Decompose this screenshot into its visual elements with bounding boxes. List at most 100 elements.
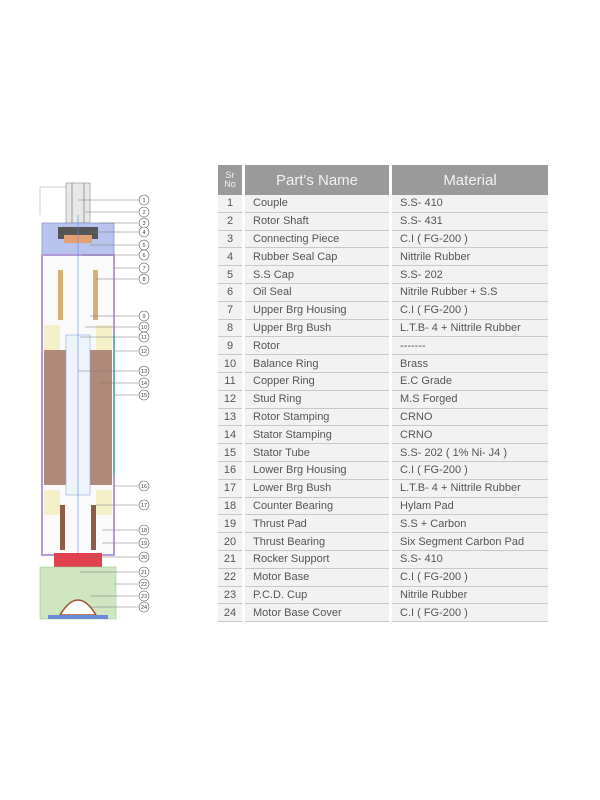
callout-number: 1: [142, 198, 145, 204]
part-name-cell: Stator Stamping: [245, 426, 389, 445]
material-cell: Brass: [392, 355, 548, 373]
callout-circle: [138, 331, 150, 343]
callout-circle: [138, 480, 150, 492]
part-name-cell: Copper Ring: [245, 372, 389, 391]
callout-number: 23: [141, 594, 147, 600]
part-name-cell: Counter Bearing: [245, 497, 389, 516]
sr-cell: 6: [218, 283, 242, 302]
material-cell: S.S- 202: [392, 266, 548, 284]
material-cell: Nittrile Rubber: [392, 248, 548, 267]
header-sr-line: Sr: [225, 170, 235, 180]
stator-stamping: [44, 350, 112, 485]
callout-circle: [138, 601, 150, 613]
callout-circle: [138, 499, 150, 511]
callout-circle: [138, 389, 150, 401]
part-name-cell: Rotor Stamping: [245, 408, 389, 427]
callout-circle: [138, 206, 150, 218]
sr-cell: 10: [218, 355, 242, 373]
part-name-cell: Stator Tube: [245, 444, 389, 462]
callout-number: 9: [142, 314, 145, 320]
material-cell: S.S- 202 ( 1% Ni- J4 ): [392, 444, 548, 462]
callout-number: 11: [141, 335, 147, 341]
sr-cell: 2: [218, 212, 242, 231]
material-cell: S.S- 410: [392, 550, 548, 569]
material-cell: CRNO: [392, 426, 548, 445]
part-name-cell: Lower Brg Housing: [245, 461, 389, 480]
callout-circle: [138, 578, 150, 590]
material-cell: C.I ( FG-200 ): [392, 604, 548, 623]
part-name-cell: P.C.D. Cup: [245, 586, 389, 605]
sr-cell: 22: [218, 568, 242, 587]
callout-number: 16: [141, 484, 147, 490]
material-cell: L.T.B- 4 + Nittrile Rubber: [392, 479, 548, 498]
callout-number: 19: [141, 541, 147, 547]
part-name-cell: Oil Seal: [245, 283, 389, 302]
callout-number: 5: [142, 243, 145, 249]
header-material: Material: [392, 165, 548, 195]
callout-number: 12: [141, 349, 147, 355]
callout-circle: [138, 262, 150, 274]
thrust-bearing: [54, 553, 102, 567]
sr-cell: 1: [218, 195, 242, 213]
material-cell: C.I ( FG-200 ): [392, 568, 548, 587]
callout-number: 13: [141, 369, 147, 375]
part-name-cell: Stud Ring: [245, 390, 389, 409]
sr-cell: 20: [218, 533, 242, 551]
callout-number: 10: [141, 325, 147, 331]
part-name-cell: Lower Brg Bush: [245, 479, 389, 498]
material-cell: E.C Grade: [392, 372, 548, 391]
sr-cell: 8: [218, 319, 242, 338]
callout-number: 22: [141, 582, 147, 588]
sr-cell: 3: [218, 230, 242, 249]
callout-number: 24: [141, 605, 147, 611]
part-name-cell: Connecting Piece: [245, 230, 389, 249]
callout-number: 8: [142, 277, 145, 283]
sr-cell: 7: [218, 301, 242, 320]
part-name-cell: Thrust Bearing: [245, 533, 389, 551]
part-name-cell: Upper Brg Bush: [245, 319, 389, 338]
part-name-cell: Couple: [245, 195, 389, 213]
callout-number: 15: [141, 393, 147, 399]
part-name-cell: Rocker Support: [245, 550, 389, 569]
sr-cell: 16: [218, 461, 242, 480]
material-cell: C.I ( FG-200 ): [392, 301, 548, 320]
sr-cell: 18: [218, 497, 242, 516]
callout-number: 20: [141, 555, 147, 561]
callout-circle: [138, 345, 150, 357]
callout-circle: [138, 249, 150, 261]
callout-circle: [138, 537, 150, 549]
material-cell: L.T.B- 4 + Nittrile Rubber: [392, 319, 548, 338]
callout-circle: [138, 524, 150, 536]
header-no-line: No: [224, 179, 236, 189]
sr-cell: 14: [218, 426, 242, 445]
material-cell: CRNO: [392, 408, 548, 427]
sr-cell: 17: [218, 479, 242, 498]
part-name-cell: Motor Base: [245, 568, 389, 587]
sr-cell: 5: [218, 266, 242, 284]
sr-cell: 23: [218, 586, 242, 605]
part-name-cell: Motor Base Cover: [245, 604, 389, 623]
callout-number: 4: [142, 230, 145, 236]
callout-circle: [138, 194, 150, 206]
sr-cell: 11: [218, 372, 242, 391]
sr-cell: 15: [218, 444, 242, 462]
